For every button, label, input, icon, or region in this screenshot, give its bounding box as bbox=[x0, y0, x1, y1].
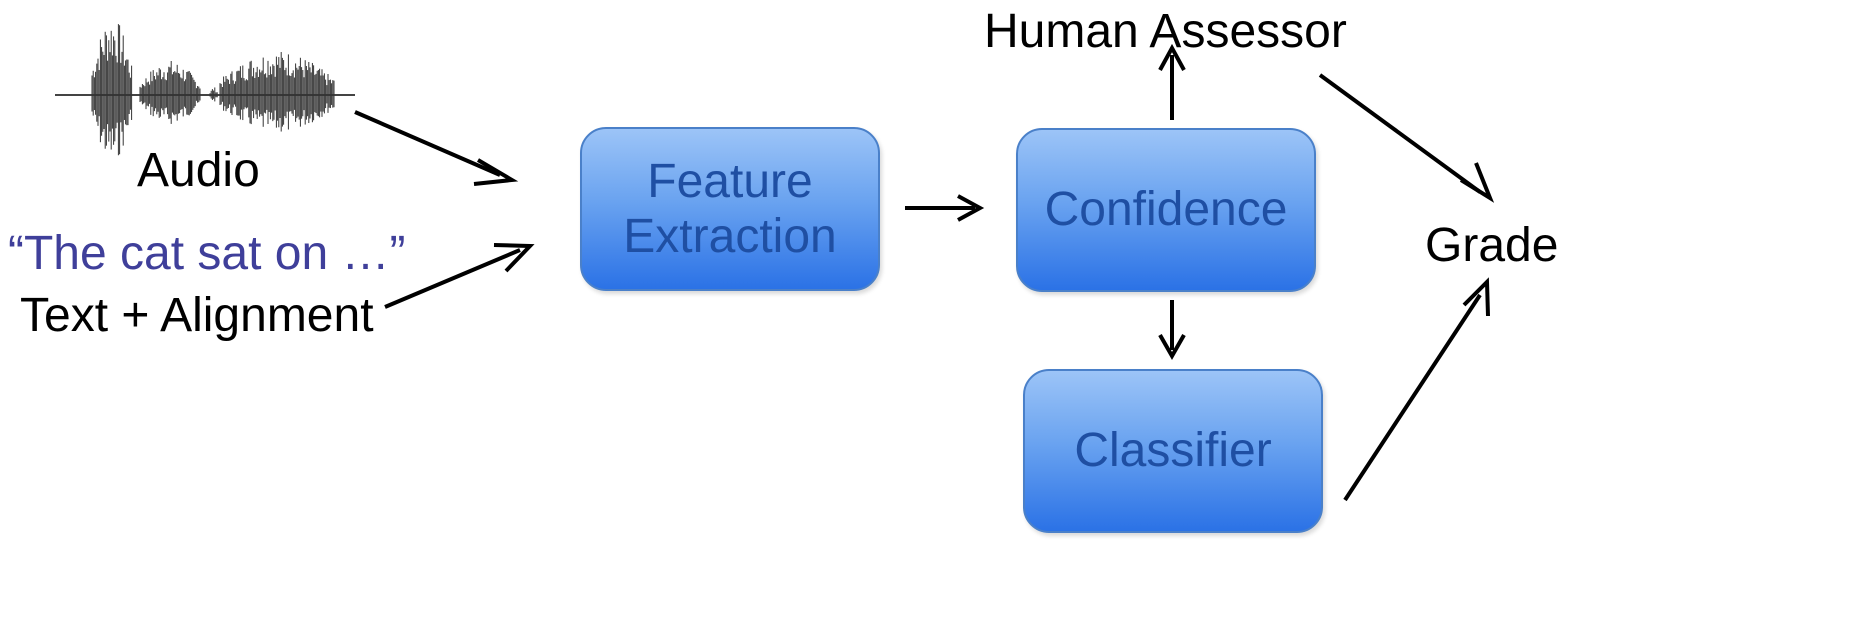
text-quote: “The cat sat on …” bbox=[8, 227, 406, 280]
feature-extraction-line-1: Feature bbox=[647, 154, 813, 208]
arrow-text-to-feature bbox=[384, 248, 521, 309]
arrow-classifier-to-grade bbox=[1343, 293, 1482, 502]
text-alignment-label: Text + Alignment bbox=[20, 289, 374, 342]
arrow-audio-to-feature bbox=[354, 110, 501, 177]
classifier-label: Classifier bbox=[1074, 424, 1272, 478]
feature-extraction-box: Feature Extraction bbox=[580, 127, 880, 291]
grade-label: Grade bbox=[1425, 219, 1559, 272]
classifier-box: Classifier bbox=[1023, 369, 1323, 533]
human-assessor-label: Human Assessor bbox=[984, 5, 1347, 58]
arrow-human-to-grade bbox=[1318, 73, 1482, 194]
confidence-label: Confidence bbox=[1044, 183, 1288, 237]
feature-extraction-line-2: Extraction bbox=[623, 210, 837, 263]
confidence-box: Confidence bbox=[1016, 128, 1316, 292]
audio-label: Audio bbox=[137, 144, 260, 197]
